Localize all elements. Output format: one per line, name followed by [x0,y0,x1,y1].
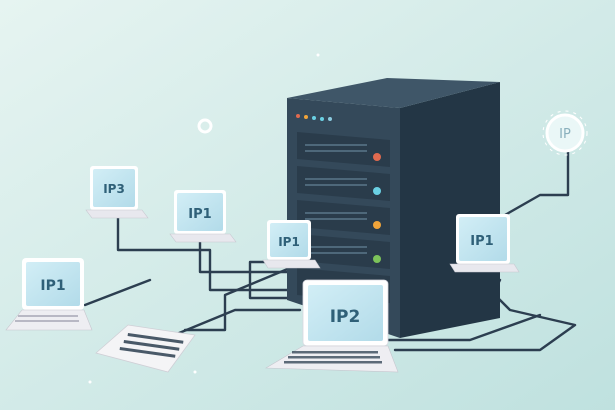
ip-label: IP3 [103,182,125,196]
server-drive-bay [297,234,390,269]
laptop-ip1-left: IP1 [5,258,93,331]
monitor-ip3: IP3 [85,166,149,219]
monitor-ip1-mid: IP1 [169,190,237,243]
monitor-ip1-right: IP1 [449,214,520,273]
server-rack-icon [287,78,500,338]
ip-circle-icon: IP [542,110,588,156]
decor-ring [197,118,213,134]
server-drive-bay [297,132,390,167]
laptop-keyboard-base [95,324,196,373]
ip-label: IP1 [278,235,300,249]
laptop-ip2-center: IP2 [264,279,399,373]
ip-label: IP1 [470,234,493,249]
server-drive-bay [297,166,390,201]
decor-dot [88,380,92,384]
ip-label: IP1 [40,278,65,294]
ip-bubble-label: IP [559,127,571,142]
monitor-ip1-center: IP1 [262,220,321,269]
decor-dot [316,53,320,57]
server-drive-bay [297,200,390,235]
ip-label: IP1 [188,207,211,222]
decor-dot [193,370,197,374]
ip-label: IP2 [330,307,361,327]
